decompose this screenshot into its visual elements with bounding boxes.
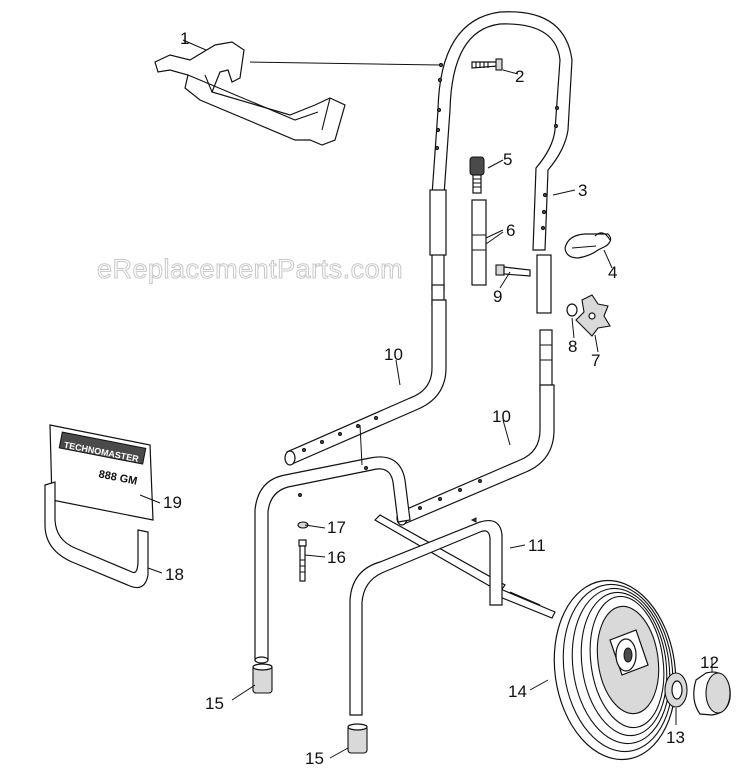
- part-8-washer: [566, 303, 578, 317]
- callout-17: 17: [327, 518, 346, 537]
- part-9-bolt: [495, 264, 531, 277]
- callout-14: 14: [508, 682, 527, 701]
- callout-11: 11: [528, 536, 546, 555]
- leader-lines: [139, 39, 713, 759]
- part-6-sleeves: [471, 199, 552, 314]
- callout-16: 16: [327, 548, 346, 567]
- callout-labels: 1 2 3 4 5 6 7 8 9 10 10 11 12 13 14 15 1…: [163, 29, 719, 768]
- part-11-axle-frame: [349, 514, 556, 716]
- callout-13: 13: [666, 728, 685, 747]
- part-3-upper-handle: [429, 11, 573, 291]
- part-15-foot-cap-right: [347, 723, 368, 754]
- part-5-knob: [469, 156, 485, 194]
- part-base-frame-left: [254, 456, 411, 664]
- part-12-hub-cap: [693, 671, 731, 716]
- part-1-handle-grip: [154, 41, 346, 146]
- part-10-left-tube: [284, 299, 447, 466]
- callout-1: 1: [180, 29, 189, 48]
- callout-9: 9: [493, 287, 502, 306]
- part-4-clip: [564, 232, 612, 259]
- callout-6: 6: [506, 221, 515, 240]
- callout-18: 18: [165, 565, 184, 584]
- callout-15-left: 15: [205, 694, 224, 713]
- part-18-bracket: [44, 481, 149, 589]
- part-16-bolt: [298, 539, 307, 582]
- callout-12: 12: [700, 653, 719, 672]
- part-13-retaining-ring: [664, 672, 688, 708]
- part-14-wheel: [553, 579, 677, 761]
- callout-10-right: 10: [492, 407, 511, 426]
- callout-2: 2: [515, 67, 524, 86]
- part-19-name-plate: TECHNOMASTER 888 GM: [49, 424, 154, 521]
- watermark-text: eReplacementParts.com: [97, 254, 403, 284]
- part-15-foot-cap-left: [252, 663, 273, 694]
- callout-8: 8: [568, 337, 577, 356]
- part-7-star-knob: [575, 294, 611, 337]
- callout-10-left: 10: [384, 345, 403, 364]
- callout-4: 4: [608, 263, 617, 282]
- callout-7: 7: [591, 351, 600, 370]
- part-2-screw: [471, 58, 503, 71]
- part-lower-inserts: [431, 284, 553, 391]
- callout-15-right: 15: [305, 749, 324, 768]
- callout-19: 19: [163, 493, 182, 512]
- callout-3: 3: [578, 181, 587, 200]
- callout-5: 5: [503, 150, 512, 169]
